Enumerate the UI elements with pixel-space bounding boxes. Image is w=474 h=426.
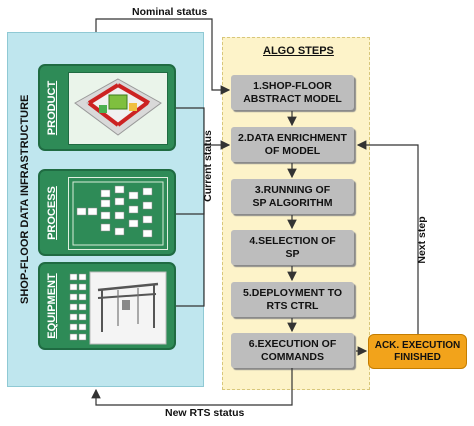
process-card: PROCESS xyxy=(38,169,176,256)
new-rts-status-label: New RTS status xyxy=(165,407,245,419)
ack-execution-finished-box: ACK. EXECUTION FINISHED xyxy=(368,334,467,369)
product-card: PRODUCT xyxy=(38,64,176,151)
nominal-status-label: Nominal status xyxy=(132,6,208,18)
algo-steps-title: ALGO STEPS xyxy=(263,45,334,57)
step-1-box: 1.SHOP-FLOOR ABSTRACT MODEL xyxy=(231,75,354,110)
process-grid-image xyxy=(68,177,168,250)
step-5-box: 5.DEPLOYMENT TO RTS CTRL xyxy=(231,282,354,317)
equipment-card: EQUIPMENT xyxy=(38,262,176,350)
step-6-box: 6.EXECUTION OF COMMANDS xyxy=(231,333,354,368)
product-image xyxy=(68,72,168,145)
process-grid-icon xyxy=(72,181,164,246)
equipment-panel xyxy=(68,270,168,345)
product-model-icon xyxy=(74,78,162,136)
step-3-box: 3.RUNNING OF SP ALGORITHM xyxy=(231,179,354,214)
step-4-box: 4.SELECTION OF SP xyxy=(231,230,354,265)
step-2-box: 2.DATA ENRICHMENT OF MODEL xyxy=(231,127,354,162)
equipment-gantry-icon xyxy=(69,271,167,345)
next-step-label: Next step xyxy=(416,216,428,264)
current-status-label: Current status xyxy=(202,130,214,202)
